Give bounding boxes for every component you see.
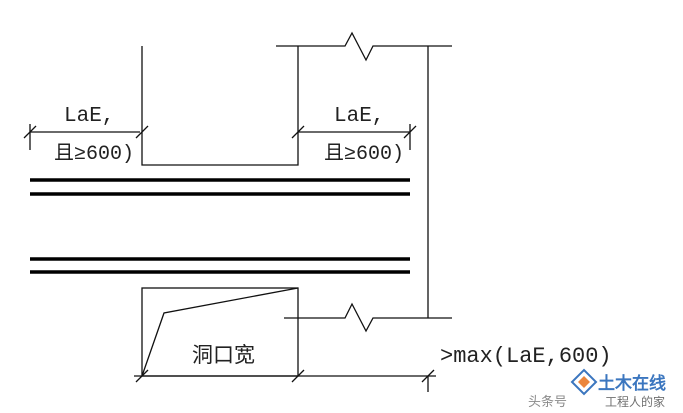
- brand-logo-icon: [570, 368, 598, 396]
- bottom-tick-mid: [291, 369, 305, 383]
- top-right-tick-left: [291, 125, 305, 139]
- top-right-tick-right: [403, 125, 417, 139]
- watermark-brand: 土木在线: [598, 373, 666, 394]
- lower-break-line: [284, 302, 452, 333]
- bottom-tick-left: [135, 369, 149, 383]
- top-left-tick-left: [23, 125, 37, 139]
- max-anchorage-label: >max(LaE,600): [440, 344, 612, 369]
- brand-logo-accent: [578, 376, 590, 388]
- watermark: 土木在线 头条号 工程人的家: [528, 368, 666, 410]
- anchor-left-label-line2: 且≥600): [54, 142, 134, 166]
- top-left-tick-right: [135, 125, 149, 139]
- watermark-source: 头条号: [528, 394, 567, 410]
- opening-width-label: 洞口宽: [192, 343, 255, 367]
- watermark-tagline: 工程人的家: [605, 394, 665, 409]
- anchor-right-label-line2: 且≥600): [324, 142, 404, 166]
- anchor-right-label-line1: LaE,: [334, 105, 384, 128]
- haunch-line: [141, 287, 299, 377]
- top-break-line: [276, 31, 452, 62]
- anchor-left-label-line1: LaE,: [64, 105, 114, 128]
- upper-opening-outline: [141, 46, 299, 166]
